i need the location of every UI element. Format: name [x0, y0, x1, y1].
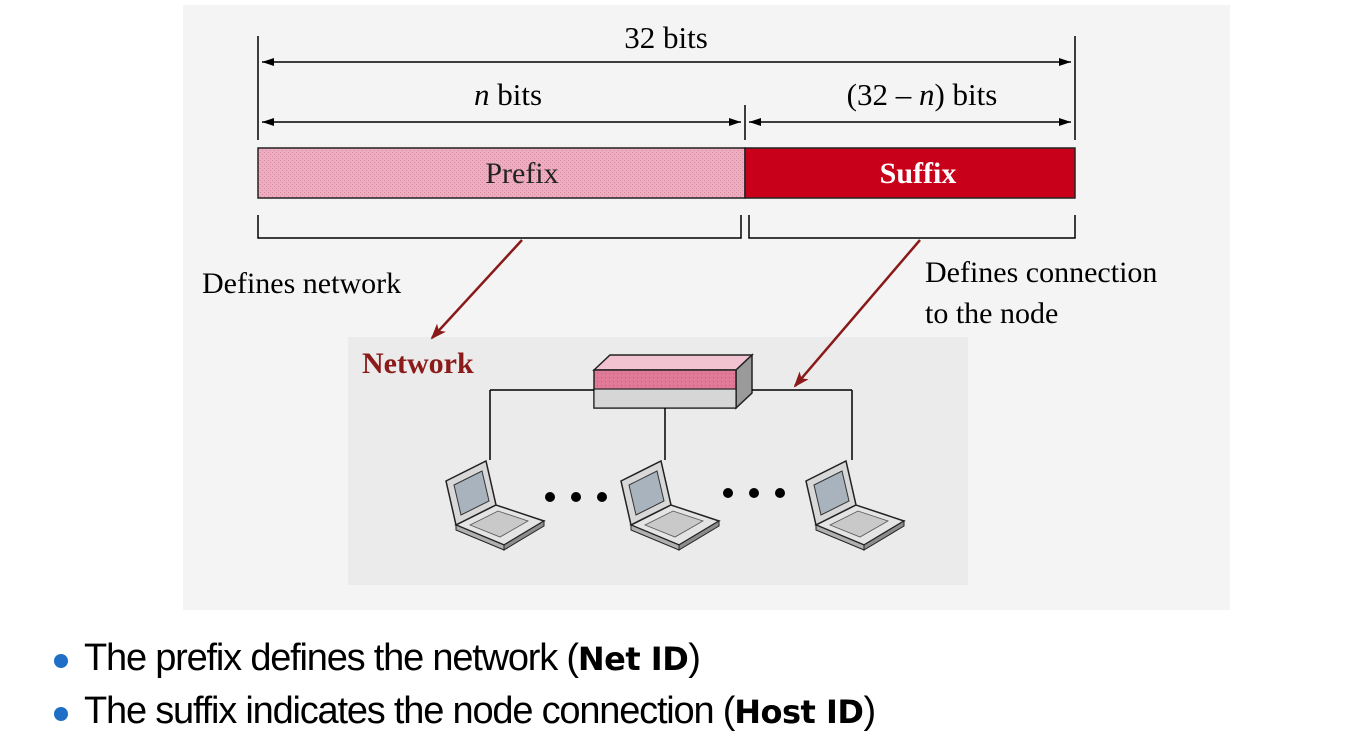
dimension-lines [257, 36, 1076, 140]
host-id-term: Host ID [734, 693, 864, 731]
network-links [489, 389, 853, 460]
to-the-node-label: to the node [925, 297, 1058, 330]
address-diagram: 32 bits n bits (32 – n) bits Prefix Suff… [183, 5, 1230, 610]
total-bits-label: 32 bits [624, 20, 708, 55]
prefix-block [257, 147, 746, 199]
net-id-term: Net ID [577, 640, 689, 678]
suffix-block [744, 147, 1076, 199]
prefix-bracket [257, 215, 742, 239]
network-pointer-arrow [430, 239, 523, 340]
ellipsis-dots [723, 488, 785, 498]
prefix-label: Prefix [485, 157, 558, 190]
bullet-dot [54, 654, 68, 668]
suffix-bits-label: (32 – n) bits [847, 77, 998, 112]
bullet-list: The prefix defines the network (Net ID) … [48, 632, 876, 738]
router-icon [592, 353, 754, 410]
ellipsis-dots [545, 492, 607, 502]
suffix-label: Suffix [880, 157, 957, 190]
network-label: Network [362, 347, 474, 380]
bullet-item-host-id: The suffix indicates the node connection… [48, 685, 876, 738]
laptop-icon [620, 459, 721, 551]
bullet-item-net-id: The prefix defines the network (Net ID) [48, 632, 875, 685]
defines-connection-label: Defines connection [925, 256, 1157, 289]
prefix-bits-label: n bits [474, 77, 542, 112]
bullet-dot [54, 707, 68, 721]
defines-network-label: Defines network [202, 267, 401, 300]
suffix-bracket [748, 215, 1076, 239]
laptop-icon [445, 459, 546, 551]
laptop-icon [805, 459, 906, 551]
connection-pointer-arrow [793, 239, 921, 388]
